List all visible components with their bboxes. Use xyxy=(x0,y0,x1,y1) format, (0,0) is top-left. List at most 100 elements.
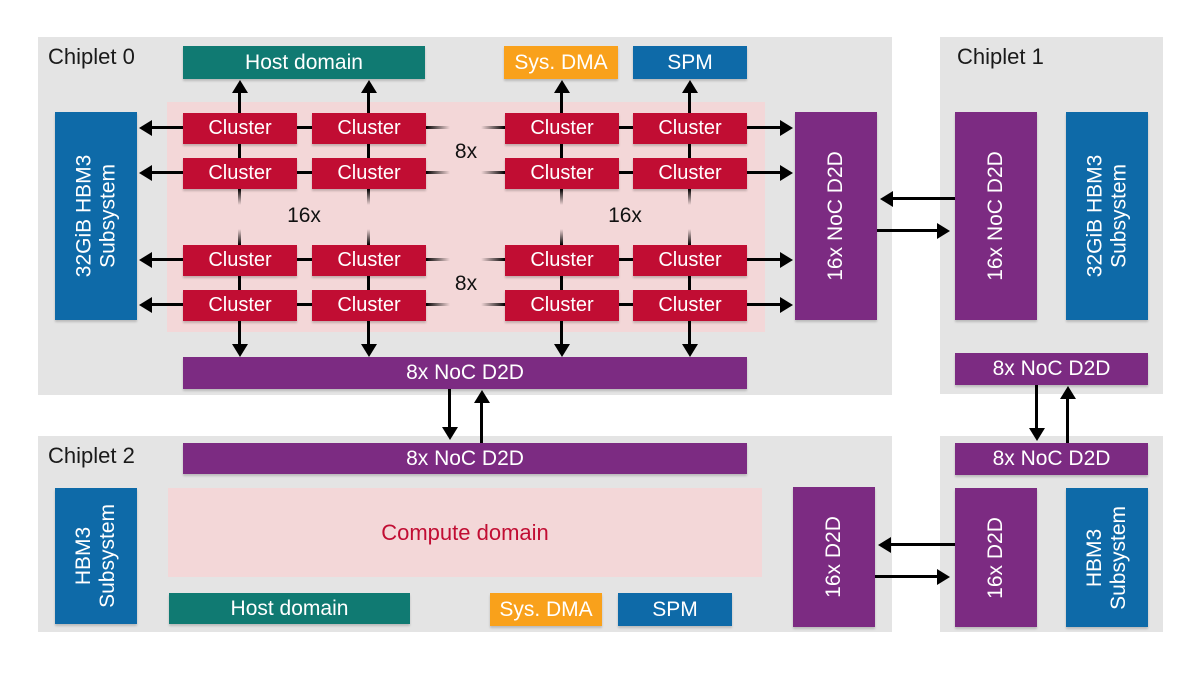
repeat-label-8x-top: 8x xyxy=(454,140,478,163)
arrowhead-down xyxy=(361,344,377,357)
sys-dma-box-c0: Sys. DMA xyxy=(504,46,618,79)
wire-vertical-fade xyxy=(560,229,563,245)
noc-d2d-8x-bar-c0: 8x NoC D2D xyxy=(183,357,747,389)
arrowhead-right xyxy=(937,223,950,239)
cluster-box: Cluster xyxy=(505,113,619,144)
arrowhead-up xyxy=(474,390,490,403)
arrowhead-up xyxy=(361,80,377,93)
wire-horizontal xyxy=(150,126,183,129)
wire-horizontal xyxy=(150,303,183,306)
wire-vertical-fade xyxy=(238,229,241,245)
wire-vertical xyxy=(688,144,691,158)
wire-horizontal xyxy=(297,258,312,261)
arrowhead-down xyxy=(232,344,248,357)
arrowhead-down xyxy=(682,344,698,357)
sys-dma-box-c2: Sys. DMA xyxy=(490,593,602,626)
cluster-box: Cluster xyxy=(183,158,297,189)
wire-horizontal xyxy=(150,258,183,261)
hbm3-line1: 32GiB HBM3 xyxy=(72,154,96,278)
cluster-box: Cluster xyxy=(312,290,426,321)
wire-horizontal xyxy=(619,303,633,306)
wire-horizontal-fade xyxy=(481,303,505,306)
wire-vertical xyxy=(480,403,483,443)
wire-vertical xyxy=(560,321,563,345)
host-domain-box-c0: Host domain xyxy=(183,46,425,79)
arrowhead-right xyxy=(780,165,793,181)
arrowhead-left xyxy=(139,252,152,268)
wire-vertical xyxy=(560,276,563,290)
repeat-label-8x-bottom: 8x xyxy=(454,272,478,295)
wire-vertical xyxy=(367,321,370,345)
wire-vertical xyxy=(238,276,241,290)
cluster-box: Cluster xyxy=(312,113,426,144)
arrowhead-left xyxy=(139,165,152,181)
cluster-box: Cluster xyxy=(633,158,747,189)
wire-vertical xyxy=(367,276,370,290)
wire-horizontal xyxy=(747,258,781,261)
wire-horizontal-fade xyxy=(426,258,450,261)
cluster-box: Cluster xyxy=(633,290,747,321)
noc-d2d-16x-box-c0: 16x NoC D2D xyxy=(795,112,877,320)
wire-horizontal-fade xyxy=(481,258,505,261)
wire-vertical xyxy=(688,321,691,345)
wire-vertical xyxy=(238,321,241,345)
hbm3-subsystem-label-c1: 32GiB HBM3 Subsystem xyxy=(1083,155,1131,278)
arrowhead-left xyxy=(880,191,893,207)
arrowhead-left xyxy=(139,297,152,313)
hbm3-subsystem-box-c0: 32GiB HBM3 Subsystem xyxy=(55,112,137,320)
noc-d2d-8x-bar-c1-lower: 8x NoC D2D xyxy=(955,443,1148,475)
noc-d2d-16x-label-c1: 16x NoC D2D xyxy=(984,151,1008,281)
wire-horizontal xyxy=(875,575,937,578)
wire-vertical xyxy=(560,144,563,158)
hbm3-subsystem-label-c1-lower: HBM3 Subsystem xyxy=(1083,506,1131,610)
cluster-box: Cluster xyxy=(183,245,297,276)
wire-horizontal xyxy=(619,258,633,261)
arrowhead-left xyxy=(878,537,891,553)
wire-horizontal-fade xyxy=(481,171,505,174)
repeat-label-16x-left: 16x xyxy=(287,204,321,227)
wire-vertical xyxy=(367,92,370,114)
hbm3-line1: HBM3 xyxy=(1083,528,1107,587)
arrowhead-up xyxy=(554,80,570,93)
compute-domain-area-c2 xyxy=(168,488,762,577)
arrowhead-down xyxy=(554,344,570,357)
noc-d2d-16x-box-c1: 16x NoC D2D xyxy=(955,112,1037,320)
wire-vertical xyxy=(367,144,370,158)
hbm3-line2: Subsystem xyxy=(96,504,119,608)
arrowhead-up xyxy=(1060,386,1076,399)
arrowhead-down xyxy=(1029,428,1045,441)
spm-box-c2: SPM xyxy=(618,593,732,626)
arrowhead-right xyxy=(780,252,793,268)
wire-vertical xyxy=(238,144,241,158)
arrowhead-right xyxy=(780,120,793,136)
repeat-label-16x-right: 16x xyxy=(608,204,642,227)
wire-horizontal-fade xyxy=(426,126,450,129)
host-domain-box-c2: Host domain xyxy=(169,593,410,624)
arrowhead-left xyxy=(139,120,152,136)
wire-horizontal xyxy=(297,171,312,174)
wire-vertical-fade xyxy=(238,189,241,205)
arrowhead-up xyxy=(232,80,248,93)
wire-horizontal xyxy=(150,171,183,174)
cluster-box: Cluster xyxy=(505,290,619,321)
arrowhead-right xyxy=(937,569,950,585)
cluster-box: Cluster xyxy=(633,245,747,276)
arrowhead-up xyxy=(682,80,698,93)
wire-vertical-fade xyxy=(367,229,370,245)
d2d-16x-box-c2: 16x D2D xyxy=(793,487,875,627)
wire-horizontal-fade xyxy=(426,303,450,306)
wire-vertical xyxy=(688,92,691,114)
wire-horizontal xyxy=(747,303,781,306)
cluster-box: Cluster xyxy=(183,113,297,144)
wire-vertical xyxy=(238,92,241,114)
cluster-box: Cluster xyxy=(312,245,426,276)
hbm3-subsystem-label-c2: HBM3 Subsystem xyxy=(72,504,120,608)
chiplet2-title: Chiplet 2 xyxy=(48,443,135,468)
wire-horizontal-fade xyxy=(481,126,505,129)
hbm3-subsystem-label-c0: 32GiB HBM3 Subsystem xyxy=(72,155,120,278)
wire-vertical-fade xyxy=(367,189,370,205)
hbm3-line1: 32GiB HBM3 xyxy=(1083,154,1107,278)
wire-horizontal xyxy=(747,171,781,174)
